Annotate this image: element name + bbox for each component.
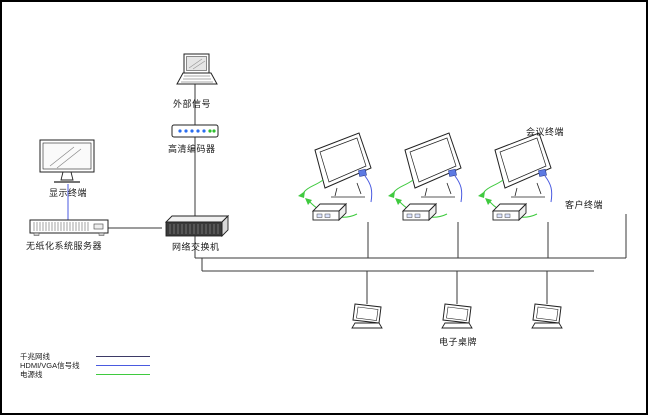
label-external-signal: 外部信号: [173, 99, 212, 109]
legend-label-hdmi: HDMI/VGA信号线: [20, 361, 80, 370]
encoder-icon: [171, 124, 219, 138]
legend-label-gigabit: 千兆网线: [20, 352, 50, 361]
server-icon: [29, 219, 109, 236]
desk-card-1: [351, 303, 383, 329]
laptop-icon: [176, 53, 218, 85]
monitor-icon: [39, 139, 95, 183]
conference-terminal-1: [297, 132, 373, 221]
label-display-terminal: 显示终端: [49, 188, 88, 198]
switch-icon: [164, 214, 230, 238]
legend-row-hdmi: HDMI/VGA信号线: [20, 361, 150, 370]
legend-line-hdmi: [96, 364, 150, 367]
label-network-switch: 网络交换机: [172, 242, 220, 252]
conference-terminal-3: [477, 132, 553, 221]
network-wires: [108, 84, 627, 304]
conference-terminal-2: [387, 132, 463, 221]
label-desk-card: 电子桌牌: [439, 337, 478, 347]
label-client-terminal: 客户终端: [565, 200, 604, 210]
label-hd-encoder: 高清编码器: [168, 144, 216, 154]
desk-card-3: [531, 303, 563, 329]
legend-row-power: 电源线: [20, 370, 150, 379]
legend: 千兆网线 HDMI/VGA信号线 电源线: [20, 352, 150, 379]
desk-card-2: [441, 303, 473, 329]
label-server: 无纸化系统服务器: [26, 241, 103, 251]
legend-line-gigabit: [96, 355, 150, 358]
legend-row-gigabit: 千兆网线: [20, 352, 150, 361]
legend-line-power: [96, 373, 150, 376]
label-conference-terminal: 会议终端: [526, 127, 565, 137]
legend-label-power: 电源线: [20, 370, 43, 379]
